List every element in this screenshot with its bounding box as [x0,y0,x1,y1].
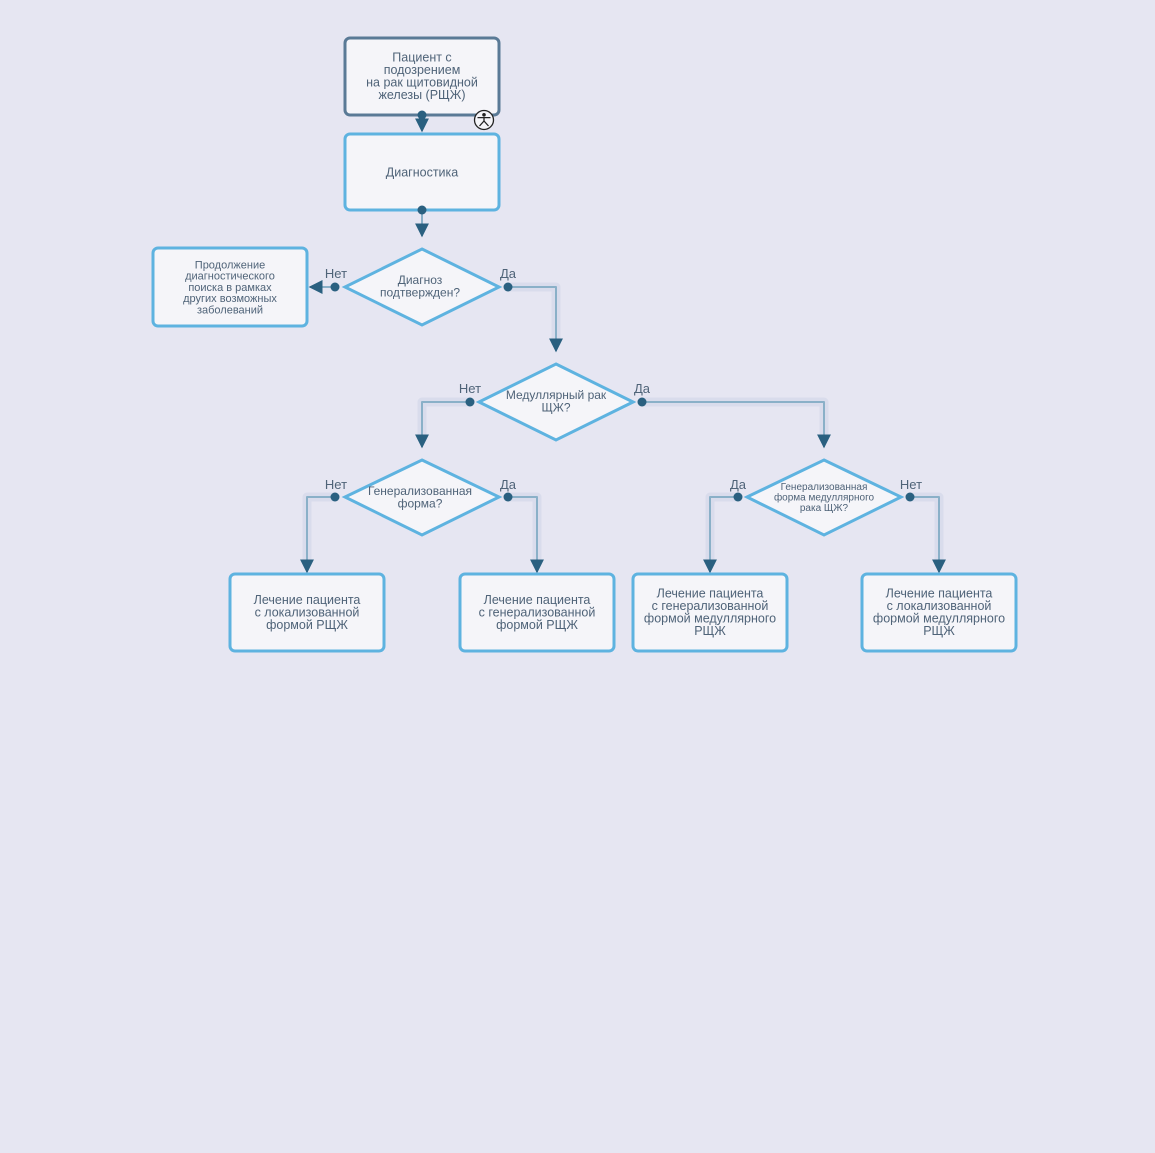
node-text-line: форма? [398,496,443,510]
connector-diagnosis-yes [508,286,563,353]
node-text-line: РЩЖ [923,624,955,638]
edge-label-diagnosis-no: Нет [325,266,347,281]
connector-generalized-yes [508,496,544,574]
connector-generalized-no [300,496,335,574]
port-dot[interactable] [733,492,743,502]
port-dot[interactable] [637,397,647,407]
node-text-line: Диагноз [398,273,443,287]
node-text-line: Генерализованная [781,482,868,493]
node-text-line: формой РЩЖ [266,618,348,632]
edge-label-generalized-no: Нет [325,477,347,492]
node-text-line: формой медуллярного [644,612,776,626]
port-dot[interactable] [905,492,915,502]
node-text-line: Лечение пациента [657,587,764,601]
node-text-line: заболеваний [197,304,263,316]
edge-label-genmed-yes: Да [730,477,747,492]
edge-label-medullary-no: Нет [459,381,481,396]
node-text-line: подтвержден? [380,285,460,299]
node-text-line: подозрением [384,63,461,77]
node-text-line: поиска в рамках [188,282,272,294]
node-text-line: Медуллярный рак [506,388,607,402]
port-dot[interactable] [330,492,340,502]
port-dot[interactable] [417,205,427,215]
node-text-line: Лечение пациента [886,587,993,601]
node-text-line: других возможных [183,293,277,305]
node-text-line: железы (РЩЖ) [379,88,466,102]
node-text-line: с локализованной [887,599,992,613]
node-text-line: Лечение пациента [254,593,361,607]
edge-label-diagnosis-yes: Да [500,266,517,281]
node-text-line: диагностического [185,271,275,283]
node-text-line: с локализованной [255,605,360,619]
connector-medullary-no [415,401,470,449]
node-text-line: формой РЩЖ [496,618,578,632]
edge-label-genmed-no: Нет [900,477,922,492]
port-dot[interactable] [417,110,427,120]
node-text-line: рака ЩЖ? [800,503,849,514]
node-text-line: Диагностика [386,165,459,179]
start-badge-icon[interactable] [473,109,495,131]
node-text-line: с генерализованной [479,605,596,619]
node-diagnostics-text: Диагностика [386,165,459,179]
node-text-line: РЩЖ [694,624,726,638]
node-text-line: Лечение пациента [484,593,591,607]
node-text-line: с генерализованной [652,599,769,613]
node-text-line: Генерализованная [368,484,472,498]
node-text-line: ЩЖ? [541,400,570,414]
port-dot[interactable] [503,492,513,502]
node-text-line: Продолжение [195,260,265,272]
connector-genmed-yes [703,496,738,574]
port-dot[interactable] [503,282,513,292]
node-diagnostics[interactable]: Диагностика [343,132,501,212]
node-text-line: формой медуллярного [873,612,1005,626]
node-text-line: Пациент с [392,51,451,65]
edge-label-medullary-yes: Да [634,381,651,396]
connector-medullary-yes [642,401,831,449]
port-dot[interactable] [330,282,340,292]
connector-genmed-no [910,496,946,574]
node-text-line: на рак щитовидной [366,76,478,90]
port-dot[interactable] [465,397,475,407]
node-text-line: форма медуллярного [774,492,875,504]
edge-label-generalized-yes: Да [500,477,517,492]
